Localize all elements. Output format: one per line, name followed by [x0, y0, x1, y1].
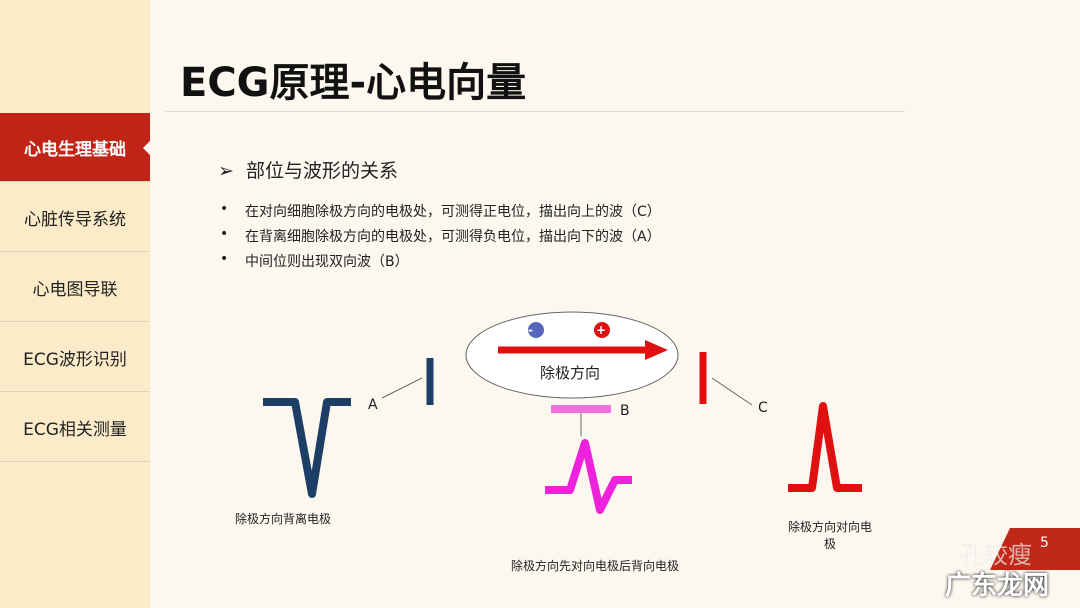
minus-charge-icon — [528, 322, 544, 338]
watermark-site: 广东龙网 — [945, 571, 1050, 601]
subtitle-text: 部位与波形的关系 — [246, 160, 399, 182]
label-c: C — [758, 400, 768, 416]
sidebar: 心电生理基础 心脏传导系统 心电图导联 ECG波形识别 ECG相关测量 — [0, 0, 150, 608]
caption-c: 除极方向对向电极 — [787, 520, 872, 551]
page-corner — [990, 528, 1080, 570]
sidebar-item-conduction[interactable]: 心脏传导系统 — [0, 183, 150, 252]
page-number: 5 — [1040, 535, 1049, 551]
subtitle: ➢ 部位与波形的关系 — [218, 156, 398, 183]
minus-label: - — [528, 323, 533, 337]
arrow-bullet-icon: ➢ — [218, 160, 246, 182]
bullet-item: 在背离细胞除极方向的电极处，可测得负电位，描出向下的波（A） — [220, 226, 661, 246]
wave-b — [545, 439, 632, 514]
leader-c — [711, 377, 753, 406]
sidebar-item-basics[interactable]: 心电生理基础 — [0, 113, 150, 182]
caption-b: 除极方向先对向电极后背向电极 — [510, 559, 679, 573]
sidebar-item-measurement[interactable]: ECG相关测量 — [0, 393, 150, 462]
watermark-author: 孔较瘦 — [960, 541, 1032, 569]
label-b: B — [620, 403, 630, 419]
direction-label: 除极方向 — [540, 364, 601, 382]
arrow-head-icon — [645, 340, 668, 360]
direction-ellipse — [465, 311, 679, 399]
sidebar-item-waveform[interactable]: ECG波形识别 — [0, 323, 150, 392]
plus-charge-icon — [594, 322, 610, 338]
caption-a: 除极方向背离电极 — [234, 512, 331, 526]
wave-c — [788, 402, 862, 492]
label-a: A — [368, 397, 378, 413]
leader-a — [381, 377, 423, 399]
bullet-item: 中间位则出现双向波（B） — [220, 251, 409, 271]
sidebar-item-leads[interactable]: 心电图导联 — [0, 253, 150, 322]
divider — [165, 111, 905, 112]
electrode-b — [551, 405, 611, 413]
wave-a — [263, 398, 351, 498]
plus-label: + — [596, 323, 607, 337]
page-title: ECG原理-心电向量 — [180, 60, 527, 106]
bullet-item: 在对向细胞除极方向的电极处，可测得正电位，描出向上的波（C） — [220, 201, 661, 221]
